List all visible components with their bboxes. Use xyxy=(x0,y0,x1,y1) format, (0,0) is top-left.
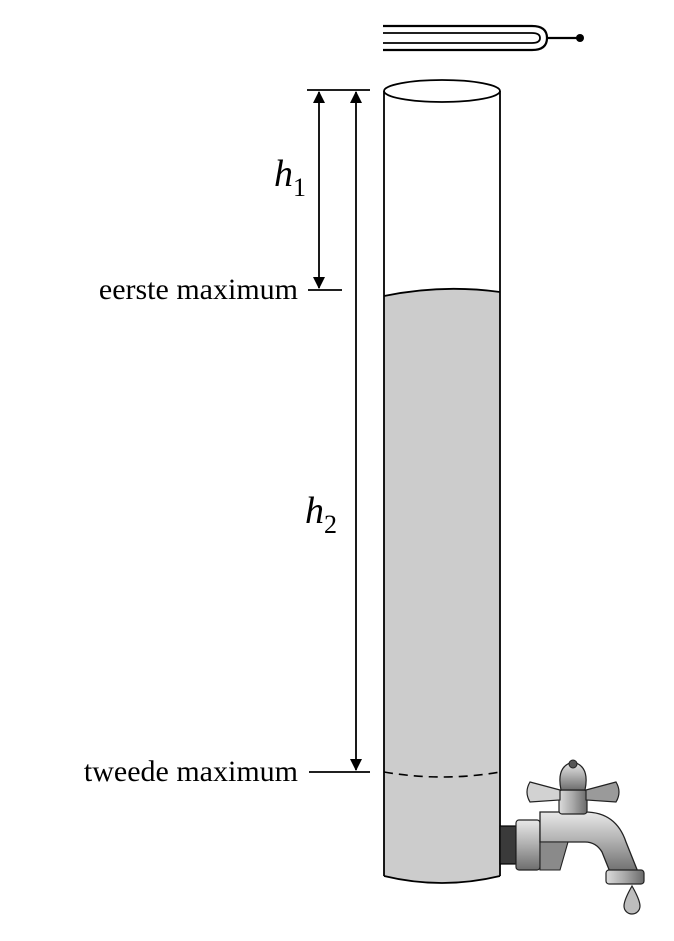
dimension-lines xyxy=(307,89,370,773)
water-column xyxy=(384,288,500,883)
resonance-tube xyxy=(383,79,501,884)
water-surface xyxy=(383,287,501,297)
first-maximum-label: eerste maximum xyxy=(99,273,298,306)
h1-label: h1 xyxy=(274,153,306,202)
tube-opening xyxy=(383,79,501,103)
water-droplet-icon xyxy=(623,884,641,915)
tuning-fork-icon xyxy=(383,24,584,52)
h2-label: h2 xyxy=(305,490,337,539)
water-tap-icon xyxy=(499,759,645,885)
second-maximum-label: tweede maximum xyxy=(84,755,298,788)
